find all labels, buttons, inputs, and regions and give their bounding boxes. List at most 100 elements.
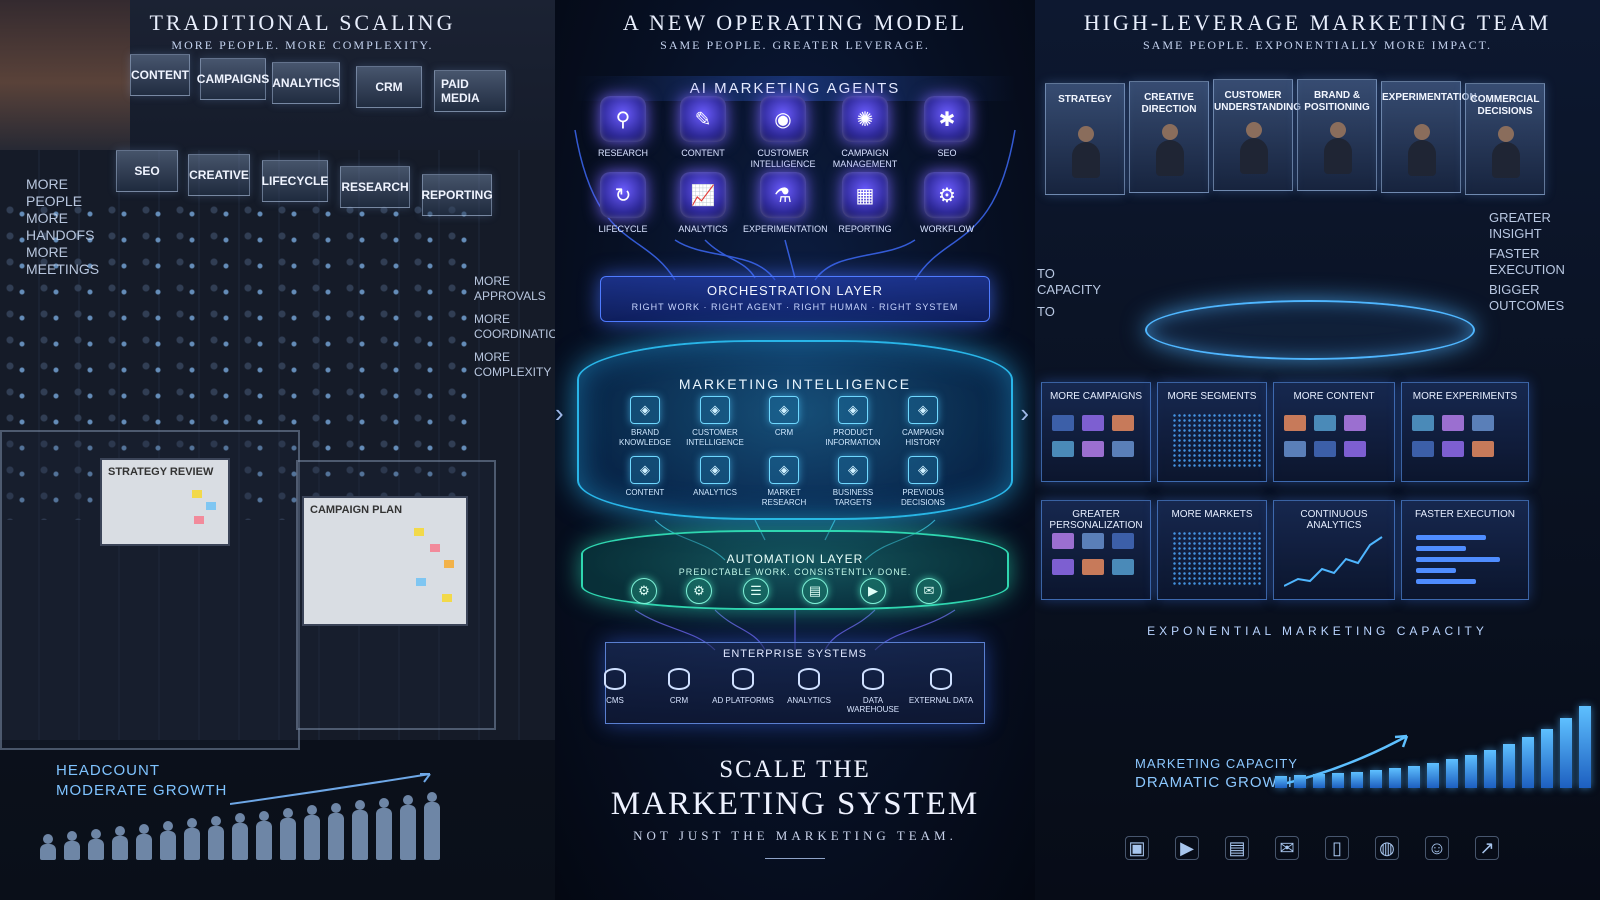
agent-label: Campaign Management [832, 148, 898, 169]
role-label: Commercial Decisions [1470, 94, 1540, 117]
gear-icon: ⚙ [631, 578, 657, 604]
source-content: ◈ Content [610, 456, 680, 498]
automation-title: Automation Layer [726, 552, 864, 566]
person-figure [40, 834, 56, 860]
panel-title: A New Operating Model [622, 10, 968, 35]
dept-sign-seo: SEO [116, 150, 178, 192]
source-previous-decisions: ◈ Previous Decisions [888, 456, 958, 508]
capacity-note: To Capacity To [1037, 266, 1102, 319]
agent-seo: ✱SEO [907, 96, 987, 159]
person-figure [232, 813, 248, 860]
data-source-icon: ◈ [700, 456, 730, 484]
person-figure [208, 815, 224, 860]
tile-more-experiments: More Experiments [1401, 382, 1529, 482]
capacity-bar [1560, 718, 1572, 788]
system-data-warehouse: Data Warehouse [837, 668, 909, 714]
role-label: Creative Direction [1141, 92, 1197, 115]
capacity-bar [1332, 773, 1344, 788]
chevron-right-icon: › [1020, 398, 1029, 428]
analytics-icon: 📈 [680, 172, 726, 218]
progress-bar [1416, 568, 1456, 573]
dept-sign-crm: CRM [356, 66, 422, 108]
capacity-bars [1275, 706, 1591, 788]
agent-label: Analytics [678, 224, 728, 234]
agent-content: ✎Content [663, 96, 743, 159]
video-icon: ▶ [1175, 836, 1199, 860]
source-label: Previous Decisions [900, 488, 945, 507]
data-source-icon: ◈ [630, 456, 660, 484]
content-thumbnail [1082, 559, 1104, 575]
source-label: Content [625, 488, 665, 497]
system-cms: CMS [579, 668, 651, 705]
dept-sign-reporting: Reporting [421, 174, 493, 216]
person-figure [112, 826, 128, 860]
progress-bar [1416, 535, 1486, 540]
tile-continuous-analytics: Continuous Analytics [1273, 500, 1395, 600]
seo-icon: ✱ [924, 96, 970, 142]
tile-label: More Campaigns [1049, 391, 1143, 402]
agent-customer-intelligence: ◉Customer Intelligence [743, 96, 823, 170]
content-thumbnail [1284, 415, 1306, 431]
data-source-icon: ◈ [700, 396, 730, 424]
content-thumbnail [1472, 415, 1494, 431]
capacity-bar [1351, 771, 1363, 788]
team-member [1240, 122, 1268, 174]
team-member [1072, 126, 1100, 178]
source-crm: ◈CRM [749, 396, 819, 438]
person-figure [376, 797, 392, 860]
headline-line-2: Marketing System [610, 786, 980, 822]
dept-sign-creative: Creative [188, 154, 250, 196]
person-figure [352, 800, 368, 860]
person-figure [304, 805, 320, 860]
tile-label: More Segments [1167, 391, 1257, 402]
agent-workflow: ⚙Workflow [907, 172, 987, 235]
person-figure [328, 802, 344, 860]
desk-grid [0, 200, 470, 520]
agent-experimentation: ⚗Experimentation [743, 172, 828, 235]
content-thumbnail [1112, 415, 1134, 431]
source-label: CRM [774, 428, 794, 437]
outcomes-note: Greater Insight Faster Execution Bigger … [1489, 210, 1565, 313]
campaign-management-icon: ✺ [842, 96, 888, 142]
headline-divider [765, 858, 825, 859]
tile-faster-execution: Faster Execution [1401, 500, 1529, 600]
tile-label: Continuous Analytics [1300, 509, 1368, 531]
orchestration-subtitle: Right work · Right agent · Right human ·… [631, 302, 959, 312]
dept-sign-campaigns: Campaigns [197, 58, 269, 100]
source-brand-knowledge: ◈Brand Knowledge [610, 396, 680, 448]
capacity-bar [1275, 776, 1287, 788]
database-icon [668, 668, 690, 690]
lifecycle-icon: ↻ [600, 172, 646, 218]
agent-lifecycle: ↻ Lifecycle [583, 172, 663, 235]
agent-label: Lifecycle [598, 224, 648, 234]
dept-sign-content: Content [130, 54, 190, 96]
data-source-icon: ◈ [908, 456, 938, 484]
content-thumbnail [1052, 533, 1074, 549]
strategy-review-board: Strategy Review [100, 458, 230, 546]
source-label: Product Information [825, 428, 881, 447]
holographic-table [1145, 300, 1475, 360]
person-figure [184, 818, 200, 860]
person-figure [424, 792, 440, 860]
content-thumbnail [1284, 441, 1306, 457]
agent-label: Content [681, 148, 725, 158]
system-label: External Data [908, 696, 974, 705]
tile-label: More Experiments [1412, 391, 1518, 402]
person-figure [160, 821, 176, 860]
moderate-growth-label: Moderate Growth [56, 782, 228, 799]
content-thumbnail [1112, 559, 1134, 575]
content-thumbnail [1412, 415, 1434, 431]
agent-analytics: 📈 Analytics [663, 172, 743, 235]
send-icon: ✉ [916, 578, 942, 604]
source-analytics: ◈Analytics [680, 456, 750, 498]
agent-reporting: ▦Reporting [825, 172, 905, 235]
campaign-plan-board: Campaign Plan [302, 496, 468, 626]
tile-label: More Markets [1171, 509, 1253, 520]
panel-title: Traditional Scaling [149, 10, 456, 35]
system-ad-platforms: Ad Platforms [707, 668, 779, 705]
source-product-information: ◈Product Information [818, 396, 888, 448]
team-member [1492, 126, 1520, 178]
data-source-icon: ◈ [630, 396, 660, 424]
traditional-scaling-panel: Traditional Scaling More people. More co… [0, 0, 555, 900]
analytics-line-chart [1284, 536, 1383, 587]
